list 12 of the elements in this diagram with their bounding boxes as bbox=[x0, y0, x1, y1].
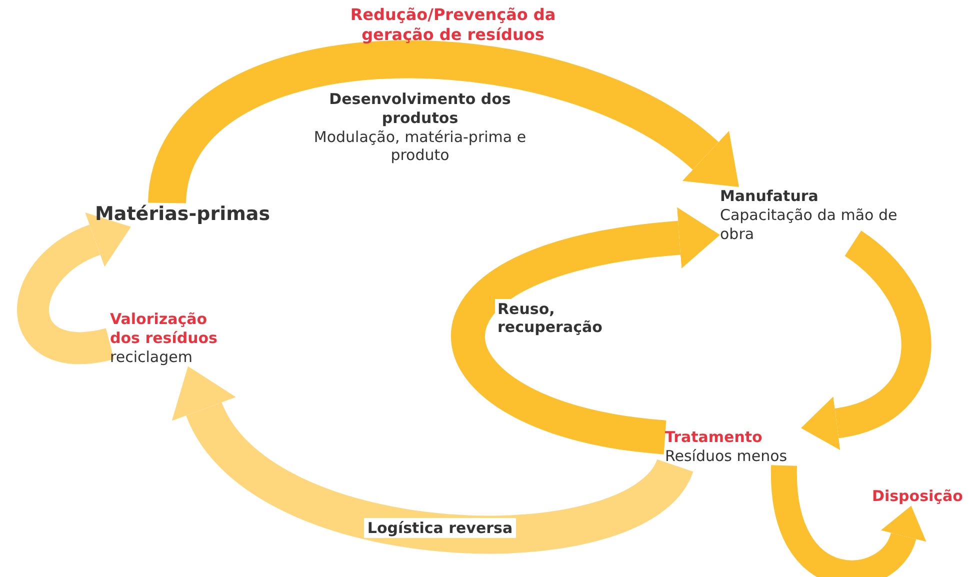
node-text: reciclagem bbox=[110, 348, 194, 366]
node-heading: Tratamento bbox=[665, 428, 764, 447]
node-heading: Desenvolvimento dos produtos bbox=[328, 90, 512, 128]
node-heading: Disposição bbox=[872, 487, 964, 506]
node-text: Modulação, matéria-prima e produto bbox=[312, 128, 528, 165]
node-text: Resíduos menos bbox=[665, 446, 788, 466]
heading-label: Redução/Prevenção da geração de resíduos bbox=[349, 4, 557, 46]
node-heading: Valorização dos resíduos bbox=[110, 310, 218, 348]
node-text: Capacitação da mão de obra bbox=[720, 206, 898, 244]
node-heading: Manufatura bbox=[720, 187, 820, 206]
node-heading: Matérias-primas bbox=[95, 203, 272, 227]
edge-label: Logística reversa bbox=[364, 518, 516, 538]
